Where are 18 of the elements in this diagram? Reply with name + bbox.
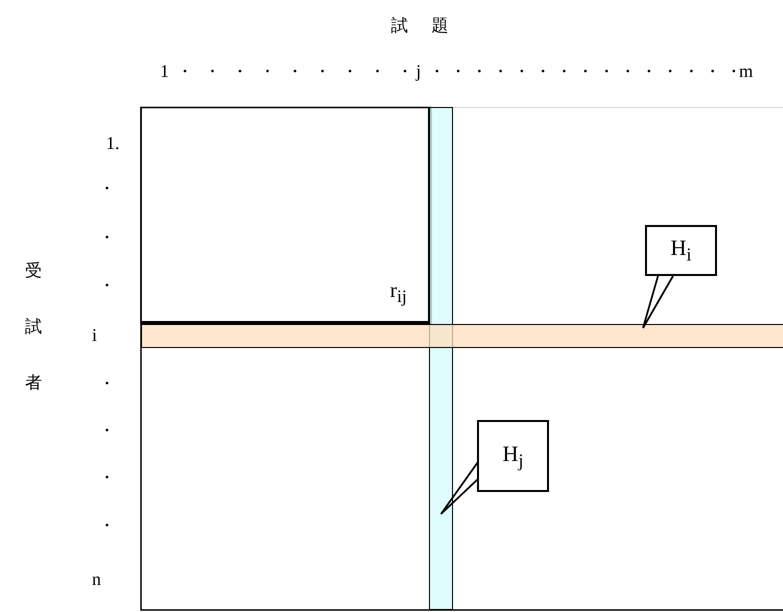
axis-title: 者 (25, 375, 42, 392)
callout-pointer (642, 275, 674, 329)
cell-label: r$_{ij}$ (390, 280, 407, 306)
column-index: 1 (160, 62, 169, 80)
callout-box (645, 225, 717, 276)
column-band (429, 107, 453, 610)
row-index: n (92, 570, 101, 588)
callout-label: H$_{i}$ (670, 235, 692, 266)
row-index: i (92, 326, 98, 344)
row-band (141, 324, 783, 348)
column-index: m (739, 62, 754, 80)
axis-title: 試 (25, 319, 42, 336)
axis-title: 試 題 (391, 18, 448, 35)
callout-box (477, 420, 549, 492)
axis-title: 受 (25, 263, 42, 280)
row-index: 1. (106, 134, 120, 152)
column-index: j (416, 62, 422, 80)
callout-label: H$_{j}$ (502, 440, 524, 472)
